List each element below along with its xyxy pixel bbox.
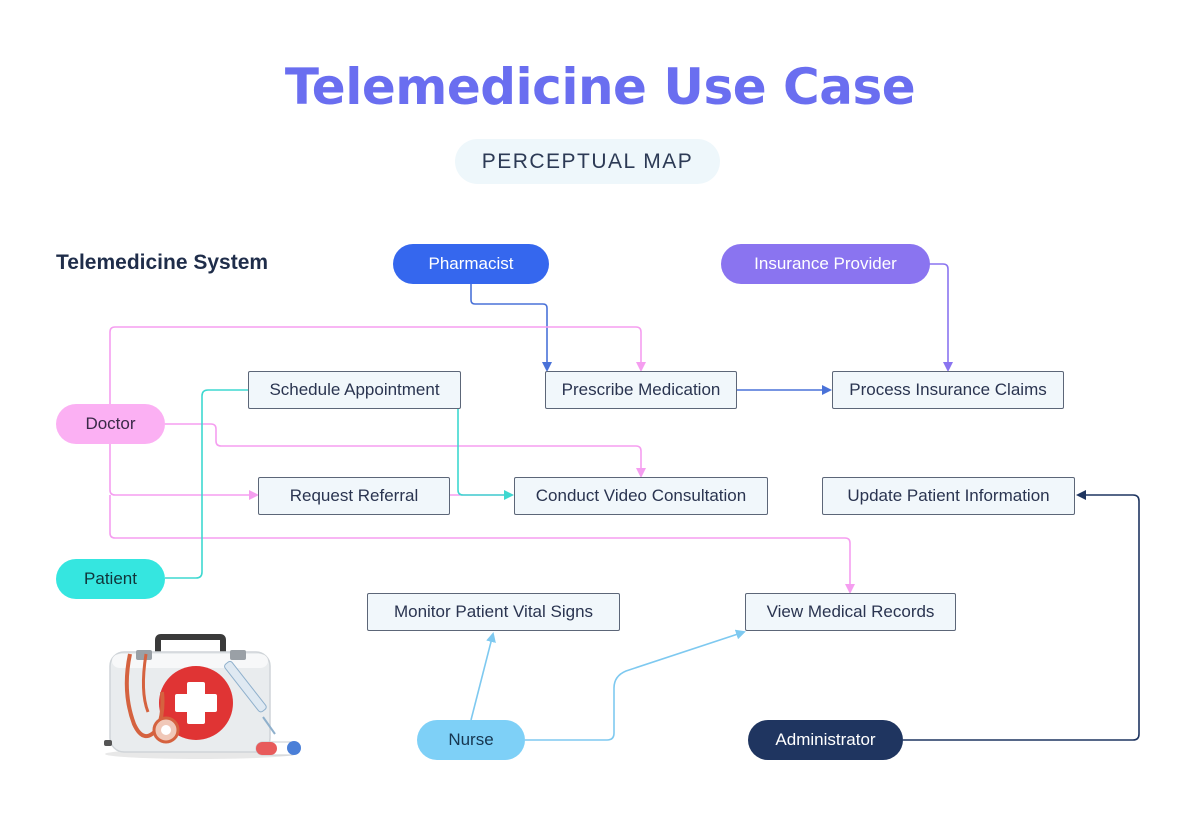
actor-insurance-provider-label: Insurance Provider xyxy=(754,254,897,273)
subtitle-pill: PERCEPTUAL MAP xyxy=(455,139,720,184)
first-aid-kit-icon xyxy=(104,634,301,759)
usecase-request-referral[interactable]: Request Referral xyxy=(258,477,450,515)
actor-pharmacist-label: Pharmacist xyxy=(428,254,514,273)
actor-administrator[interactable]: Administrator xyxy=(748,720,903,760)
actor-administrator-label: Administrator xyxy=(775,730,876,749)
actor-patient-label: Patient xyxy=(84,569,137,588)
usecase-request-referral-label: Request Referral xyxy=(289,486,419,505)
connector-doctor-prescribe xyxy=(109,326,646,405)
usecase-update-patient-information-label: Update Patient Information xyxy=(847,486,1050,505)
actor-patient[interactable]: Patient xyxy=(56,559,165,599)
connector-schedule-video xyxy=(457,409,514,500)
actor-doctor[interactable]: Doctor xyxy=(56,404,165,444)
actor-nurse[interactable]: Nurse xyxy=(417,720,525,760)
system-label: Telemedicine System xyxy=(56,251,269,274)
subtitle-text: PERCEPTUAL MAP xyxy=(481,149,694,173)
usecase-monitor-patient-vital-signs[interactable]: Monitor Patient Vital Signs xyxy=(367,593,620,631)
usecase-monitor-patient-vital-signs-label: Monitor Patient Vital Signs xyxy=(393,602,594,621)
usecase-update-patient-information[interactable]: Update Patient Information xyxy=(822,477,1075,515)
connector-insurance-claims xyxy=(929,263,953,372)
page-title: Telemedicine Use Case xyxy=(284,58,916,116)
connector-nurse-vitals xyxy=(470,632,496,721)
usecase-prescribe-medication-label: Prescribe Medication xyxy=(561,380,721,399)
usecase-view-medical-records[interactable]: View Medical Records xyxy=(745,593,956,631)
connector-admin-update xyxy=(903,490,1140,741)
usecase-schedule-appointment-label: Schedule Appointment xyxy=(269,380,440,399)
actor-pharmacist[interactable]: Pharmacist xyxy=(393,244,549,284)
usecase-schedule-appointment[interactable]: Schedule Appointment xyxy=(248,371,461,409)
actor-insurance-provider[interactable]: Insurance Provider xyxy=(721,244,930,284)
usecase-process-insurance-claims-label: Process Insurance Claims xyxy=(849,380,1047,399)
connector-nurse-records xyxy=(525,629,746,741)
connector-pharmacist-prescribe xyxy=(470,283,552,372)
actor-nurse-label: Nurse xyxy=(448,730,494,749)
actor-doctor-label: Doctor xyxy=(85,414,136,433)
usecase-prescribe-medication[interactable]: Prescribe Medication xyxy=(545,371,737,409)
connector-patient-schedule xyxy=(165,389,248,579)
usecase-conduct-video-consultation[interactable]: Conduct Video Consultation xyxy=(514,477,768,515)
connector-doctor-referral xyxy=(109,443,259,500)
connector-doctor-records xyxy=(109,495,855,594)
usecase-process-insurance-claims[interactable]: Process Insurance Claims xyxy=(832,371,1064,409)
usecase-view-medical-records-label: View Medical Records xyxy=(766,602,935,621)
connector-doctor-video xyxy=(165,423,646,478)
usecase-conduct-video-consultation-label: Conduct Video Consultation xyxy=(535,486,747,505)
